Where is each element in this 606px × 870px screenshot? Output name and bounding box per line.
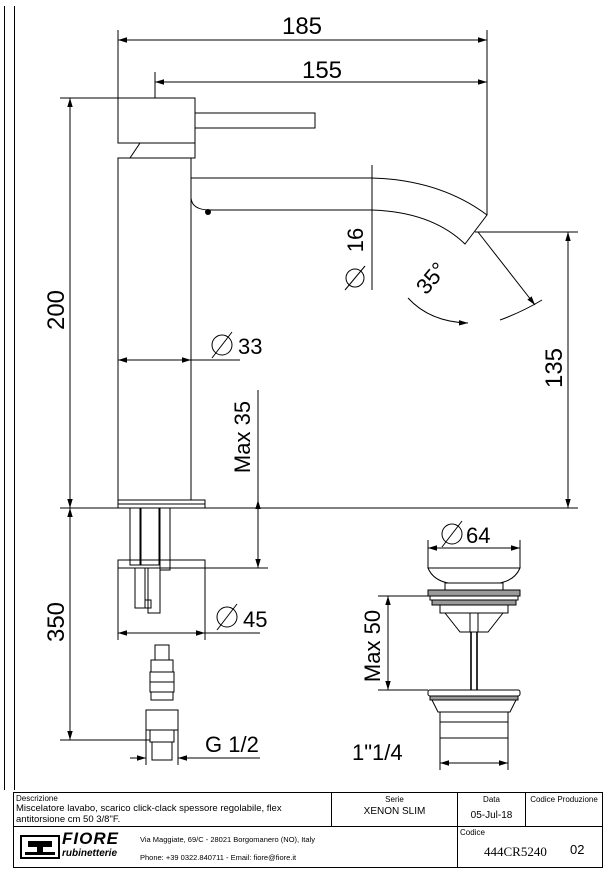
faucet-body bbox=[117, 157, 192, 501]
left-margin-strip bbox=[4, 6, 15, 790]
revision: 02 bbox=[570, 842, 585, 857]
faucet-handle bbox=[117, 97, 196, 159]
code-cell: Codice 444CR5240 02 bbox=[458, 827, 602, 867]
series-value: XENON SLIM bbox=[363, 806, 426, 817]
fixing-nut bbox=[117, 559, 206, 569]
dim-waste-diameter: 64 bbox=[466, 523, 490, 548]
dim-spout-diameter: 16 bbox=[343, 228, 368, 252]
dim-max-thickness: Max 35 bbox=[230, 401, 255, 473]
production-code-label: Codice Produzione bbox=[530, 795, 598, 804]
dim-thread: G 1/2 bbox=[205, 732, 259, 757]
waste-valve-drawing bbox=[427, 567, 521, 739]
description-label: Descrizione bbox=[16, 794, 58, 803]
company-cell: FIORE rubinetterie Via Maggiate, 69/C - … bbox=[14, 827, 458, 867]
dim-spout-angle: 35° bbox=[411, 257, 452, 299]
code-value: 444CR5240 bbox=[484, 844, 547, 859]
dim-waste-max: Max 50 bbox=[360, 610, 385, 682]
description-cell: Descrizione Miscelatore lavabo, scarico … bbox=[14, 793, 332, 827]
dim-body-diameter: 33 bbox=[238, 334, 262, 359]
waste-cap bbox=[427, 567, 521, 584]
title-block: Descrizione Miscelatore lavabo, scarico … bbox=[13, 792, 603, 868]
dim-155: 155 bbox=[302, 57, 342, 84]
dim-185: 185 bbox=[282, 13, 322, 40]
company-sub: rubinetterie bbox=[62, 848, 118, 859]
waste-thread-body bbox=[439, 711, 509, 739]
production-code-cell: Codice Produzione bbox=[526, 793, 602, 827]
dim-135: 135 bbox=[541, 348, 568, 388]
faucet-drawing bbox=[117, 97, 488, 761]
company-contacts: Phone: +39 0322.840711 - Email: fiore@fi… bbox=[140, 853, 297, 862]
faucet-lever bbox=[194, 112, 316, 129]
technical-drawing: 185 155 200 350 135 16 35° bbox=[43, 13, 578, 770]
dim-350: 350 bbox=[43, 602, 70, 642]
code-label: Codice bbox=[460, 828, 485, 837]
company-address: Via Maggiate, 69/C - 28021 Borgomanero (… bbox=[140, 835, 315, 844]
dim-200: 200 bbox=[43, 290, 70, 330]
waste-dimensions: 64 Max 50 1"1/4 bbox=[352, 520, 521, 770]
fiore-logo-icon bbox=[20, 835, 60, 859]
faucet-spout bbox=[190, 177, 488, 245]
faucet-dimensions: 185 155 200 350 135 16 35° bbox=[43, 13, 578, 765]
date-label: Data bbox=[483, 795, 500, 804]
series-label: Serie bbox=[385, 795, 404, 804]
description-line2: antitorsione cm 50 3/8"F. bbox=[16, 814, 121, 825]
description-line1: Miscelatore lavabo, scarico click-clack … bbox=[16, 803, 282, 814]
dim-waste-thread: 1"1/4 bbox=[352, 740, 403, 765]
date-cell: Data 05-Jul-18 bbox=[458, 793, 526, 827]
date-value: 05-Jul-18 bbox=[470, 810, 513, 821]
series-cell: Serie XENON SLIM bbox=[332, 793, 458, 827]
company-name: FIORE bbox=[62, 829, 119, 848]
flex-hose bbox=[145, 644, 179, 761]
dim-flange-diameter: 45 bbox=[243, 607, 267, 632]
